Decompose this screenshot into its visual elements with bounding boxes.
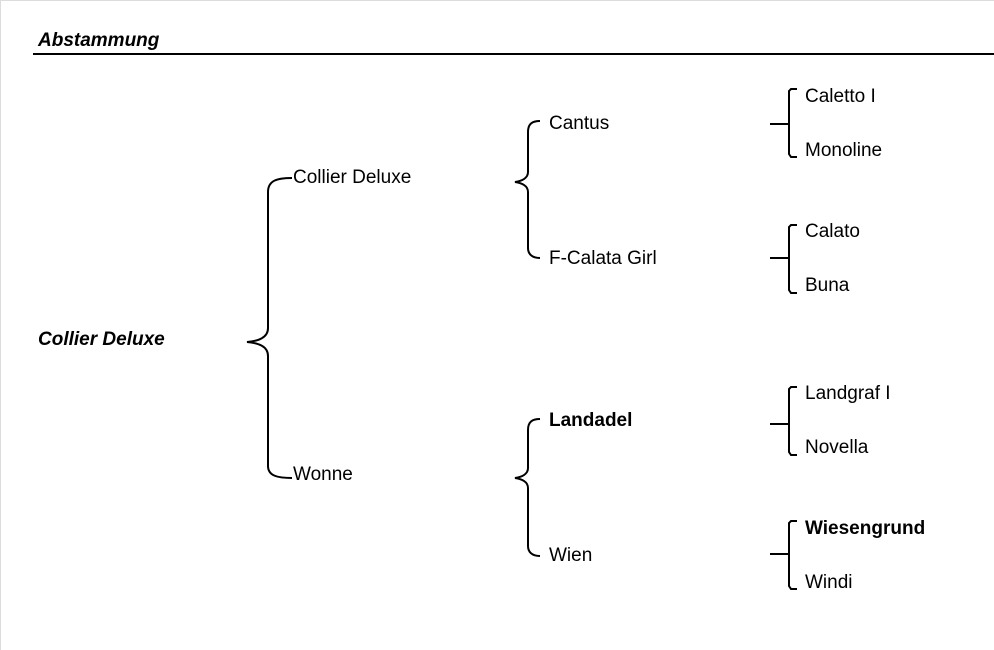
dam-name: Wonne bbox=[293, 464, 353, 485]
frame-border-top bbox=[0, 0, 994, 1]
ddd-name: Windi bbox=[805, 572, 853, 593]
dss-name: Landgraf I bbox=[805, 383, 891, 404]
ssd-name: Monoline bbox=[805, 140, 883, 161]
sire-name: Collier Deluxe bbox=[293, 167, 412, 188]
sdd-name: Buna bbox=[805, 275, 850, 296]
section-title: Abstammung bbox=[38, 30, 160, 51]
bracket-cantus bbox=[770, 88, 797, 158]
bracket-f-calata-girl bbox=[770, 224, 797, 294]
dam-sire-name: Landadel bbox=[549, 410, 633, 431]
sire-dam-name: F-Calata Girl bbox=[549, 248, 657, 269]
brace-sire bbox=[514, 120, 541, 259]
subject-name: Collier Deluxe bbox=[38, 329, 165, 350]
brace-dam bbox=[514, 418, 541, 557]
brace-subject bbox=[246, 177, 293, 479]
sire-sire-name: Cantus bbox=[549, 113, 610, 134]
dam-dam-name: Wien bbox=[549, 545, 593, 566]
sss-name: Caletto I bbox=[805, 86, 876, 107]
sds-name: Calato bbox=[805, 221, 860, 242]
dds-name: Wiesengrund bbox=[805, 518, 926, 539]
section-divider bbox=[33, 53, 994, 55]
dsd-name: Novella bbox=[805, 437, 869, 458]
frame-border-left bbox=[0, 0, 1, 650]
bracket-landadel bbox=[770, 386, 797, 456]
bracket-wien bbox=[770, 520, 797, 590]
